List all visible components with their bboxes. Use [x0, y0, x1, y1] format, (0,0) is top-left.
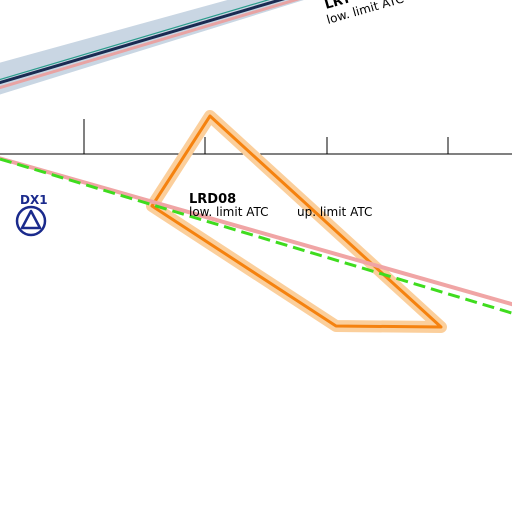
- airway-centerline-dark: [0, 0, 285, 85]
- navaid-name-label: DX1: [20, 193, 48, 207]
- sector-fill-outline: [146, 110, 447, 333]
- navaid-dx1[interactable]: DX1: [15, 193, 48, 237]
- route-lines[interactable]: [0, 156, 512, 315]
- airway-centerline-teal: [0, 0, 270, 81]
- sector-lower-limit-label: low. limit ATC: [189, 205, 269, 219]
- route-line-dashed: [0, 157, 512, 315]
- triangle-in-circle-icon: [15, 205, 47, 237]
- sector-upper-limit-label: up. limit ATC: [297, 205, 372, 219]
- scale-bar: [0, 119, 512, 155]
- sector-name-label: LRD08: [189, 192, 236, 207]
- sector-outline: [150, 114, 443, 329]
- route-line-solid: [0, 156, 512, 307]
- airway-band: [0, 0, 304, 95]
- airway-lrt[interactable]: LRT low. limit ATC: [0, 0, 405, 96]
- sector-lrd08[interactable]: [146, 110, 447, 333]
- airway-edge-pink: [0, 0, 301, 90]
